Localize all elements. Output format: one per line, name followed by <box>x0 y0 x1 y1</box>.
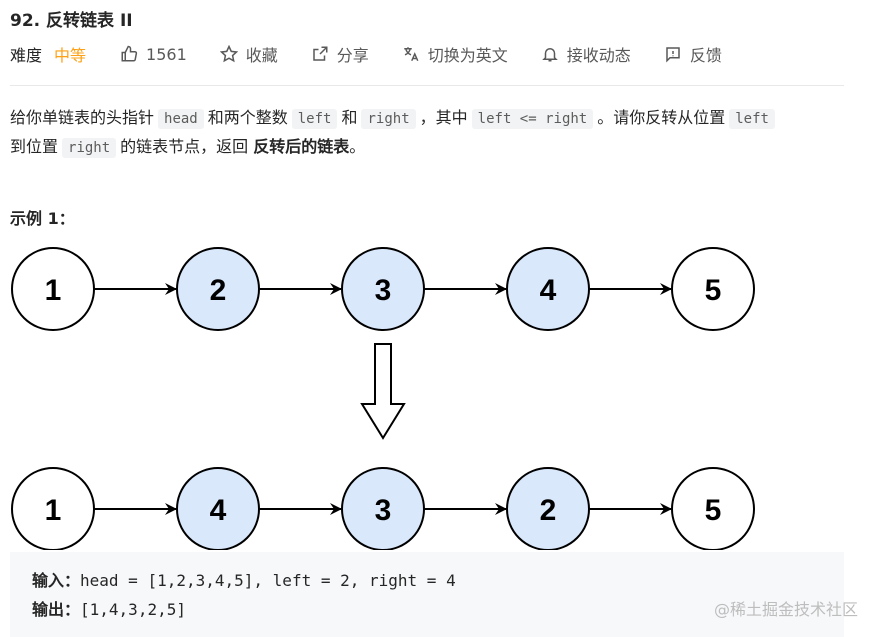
desc-text: 和 <box>341 108 358 127</box>
list-node <box>11 467 95 550</box>
list-node <box>341 247 425 331</box>
output-label: 输出： <box>32 600 81 619</box>
node-value: 1 <box>45 274 62 307</box>
feedback-button[interactable]: 反馈 <box>664 42 722 66</box>
desc-text: ，其中 <box>419 108 468 127</box>
list-before: 1 2 3 4 5 <box>11 247 755 331</box>
code-head: head <box>158 109 204 129</box>
node-value: 2 <box>210 274 227 307</box>
problem-meta-bar: 难度 中等 1561 收藏 分享 切换为英文 接收动态 反馈 <box>10 42 755 66</box>
thumbs-up-icon <box>121 45 138 62</box>
difficulty-badge: 中等 <box>54 46 87 65</box>
like-button[interactable]: 1561 <box>120 45 187 64</box>
node-value: 3 <box>375 274 392 307</box>
linked-list-diagram: 1 2 3 4 5 1 4 3 2 5 <box>11 247 755 550</box>
node-value: 2 <box>540 494 557 527</box>
problem-title: 92. 反转链表 II <box>10 11 133 31</box>
desc-text: 和两个整数 <box>207 108 288 127</box>
node-value: 4 <box>210 494 227 527</box>
example-input: 输入：head = [1,2,3,4,5], left = 2, right =… <box>32 567 456 591</box>
list-node <box>341 467 425 550</box>
node-value: 1 <box>45 494 62 527</box>
difficulty-label: 难度 <box>10 46 43 65</box>
node-value: 3 <box>375 494 392 527</box>
switch-language-label: 切换为英文 <box>427 46 508 65</box>
list-node <box>506 467 590 550</box>
star-icon <box>219 45 238 63</box>
node-value: 4 <box>540 274 557 307</box>
divider <box>10 85 844 86</box>
output-value: [1,4,3,2,5] <box>80 600 186 619</box>
list-node <box>11 247 95 331</box>
example-output: 输出：[1,4,3,2,5] <box>32 596 186 620</box>
desc-text: 的链表节点，返回 <box>120 137 249 156</box>
node-value: 5 <box>705 494 722 527</box>
input-value: head = [1,2,3,4,5], left = 2, right = 4 <box>80 571 456 590</box>
code-right: right <box>62 138 117 158</box>
code-left: left <box>729 109 775 129</box>
code-right: right <box>361 109 416 129</box>
desc-text: 到位置 <box>10 137 59 156</box>
feedback-label: 反馈 <box>689 46 722 65</box>
example-title: 示例 1： <box>10 209 75 228</box>
subscribe-button[interactable]: 接收动态 <box>541 42 631 66</box>
list-node <box>671 467 755 550</box>
bell-icon <box>541 48 558 62</box>
down-arrow-icon <box>360 343 406 440</box>
translate-icon <box>404 47 419 62</box>
example-io-box: 输入：head = [1,2,3,4,5], left = 2, right =… <box>10 552 844 637</box>
list-after: 1 4 3 2 5 <box>11 467 755 550</box>
list-node <box>506 247 590 331</box>
share-icon <box>313 46 328 61</box>
input-label: 输入： <box>32 571 81 590</box>
share-label: 分享 <box>336 46 369 65</box>
list-node <box>176 467 260 550</box>
desc-text: 。 <box>349 137 366 156</box>
share-button[interactable]: 分享 <box>311 42 369 66</box>
favorite-button[interactable]: 收藏 <box>219 42 278 66</box>
code-left: left <box>291 109 338 129</box>
node-value: 5 <box>705 274 722 307</box>
switch-language-button[interactable]: 切换为英文 <box>402 42 508 66</box>
feedback-icon <box>666 47 680 63</box>
favorite-label: 收藏 <box>245 46 278 65</box>
subscribe-label: 接收动态 <box>566 46 631 65</box>
watermark: @稀土掘金技术社区 <box>713 600 858 619</box>
desc-text: 给你单链表的头指针 <box>10 108 155 127</box>
desc-bold: 反转后的链表 <box>253 137 350 156</box>
desc-text: 。请你反转从位置 <box>597 108 726 127</box>
code-condition: left <= right <box>471 109 594 129</box>
list-node <box>176 247 260 331</box>
list-node <box>671 247 755 331</box>
like-count: 1561 <box>146 44 187 64</box>
